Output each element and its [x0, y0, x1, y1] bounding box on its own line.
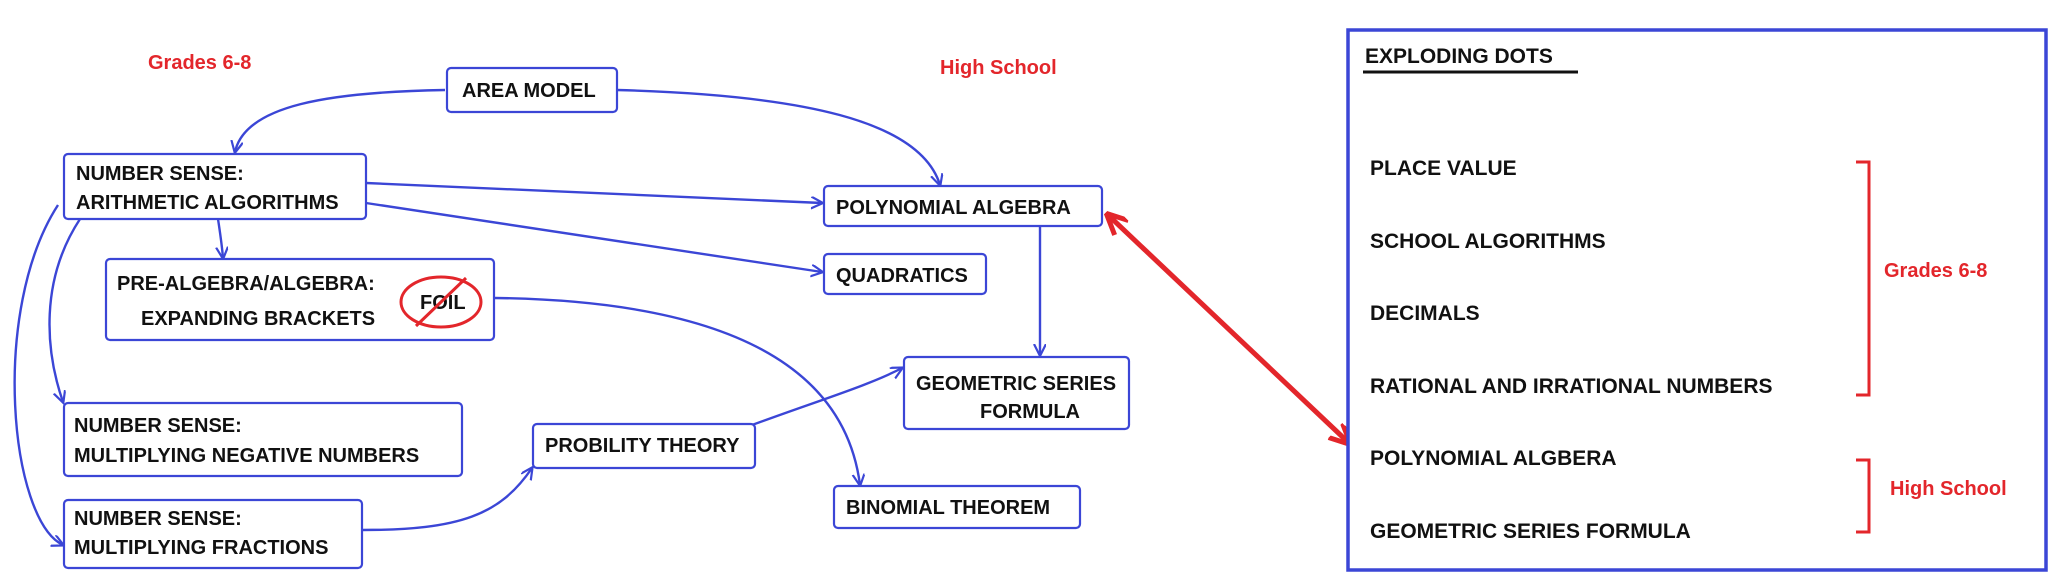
- node-binomial-theorem: BINOMIAL THEOREM: [832, 484, 1082, 530]
- node-geometric-line1: GEOMETRIC SERIES: [916, 373, 1116, 395]
- node-pre-algebra: PRE-ALGEBRA/ALGEBRA: EXPANDING BRACKETS …: [104, 257, 496, 342]
- edge-probility-to-geometric: [751, 368, 902, 427]
- edge-arithmetic-to-polynomial: [365, 181, 822, 203]
- panel-item-place-value: PLACE VALUE: [1370, 157, 1517, 180]
- panel-high-school-label: High School: [1890, 478, 2007, 500]
- foil-label: FOIL: [420, 292, 466, 314]
- high-school-bracket: [1856, 458, 1871, 534]
- node-geometric-line2: FORMULA: [980, 401, 1080, 423]
- node-polynomial-label: POLYNOMIAL ALGEBRA: [836, 197, 1071, 219]
- node-negative-line2: MULTIPLYING NEGATIVE NUMBERS: [74, 445, 419, 467]
- foil-crossed-out: FOIL: [399, 275, 483, 329]
- node-geometric-series: GEOMETRIC SERIES FORMULA: [902, 355, 1131, 431]
- edge-fractions-to-probility: [361, 468, 532, 532]
- foil-strike: [414, 276, 468, 328]
- grades-6-8-label: Grades 6-8: [148, 52, 251, 74]
- node-binomial-label: BINOMIAL THEOREM: [846, 497, 1050, 519]
- node-arithmetic-line1: NUMBER SENSE:: [76, 163, 244, 185]
- node-probility-label: PROBILITY THEORY: [545, 435, 740, 457]
- edge-area-to-polynomial: [616, 88, 940, 185]
- node-area-model: AREA MODEL: [445, 66, 619, 114]
- grades-bracket: [1856, 160, 1871, 397]
- edge-arithmetic-to-fractions: [13, 204, 63, 545]
- node-fractions-line2: MULTIPLYING FRACTIONS: [74, 537, 328, 559]
- panel-item-school-algorithms: SCHOOL ALGORITHMS: [1370, 230, 1606, 253]
- node-fractions-line1: NUMBER SENSE:: [74, 508, 242, 530]
- node-number-sense-fractions: NUMBER SENSE: MULTIPLYING FRACTIONS: [62, 498, 364, 570]
- exploding-dots-panel: EXPLODING DOTS PLACE VALUE SCHOOL ALGORI…: [1346, 28, 2048, 572]
- high-school-label: High School: [940, 57, 1057, 79]
- node-negative-line1: NUMBER SENSE:: [74, 415, 242, 437]
- panel-grades-label: Grades 6-8: [1884, 260, 1987, 282]
- node-arithmetic-line2: ARITHMETIC ALGORITHMS: [76, 192, 339, 214]
- panel-item-decimals: DECIMALS: [1370, 302, 1480, 325]
- node-number-sense-arithmetic: NUMBER SENSE: ARITHMETIC ALGORITHMS: [62, 152, 368, 221]
- node-number-sense-negative: NUMBER SENSE: MULTIPLYING NEGATIVE NUMBE…: [62, 401, 464, 478]
- edges: [13, 88, 1040, 545]
- panel-title: EXPLODING DOTS: [1365, 45, 1553, 68]
- edge-arithmetic-to-quadratics: [365, 201, 822, 272]
- node-prealgebra-line2: EXPANDING BRACKETS: [141, 308, 375, 330]
- node-area-model-label: AREA MODEL: [462, 80, 596, 102]
- edge-area-to-arithmetic: [235, 88, 446, 152]
- edge-arithmetic-to-negative: [48, 218, 82, 402]
- node-quadratics: QUADRATICS: [822, 252, 988, 296]
- panel-item-polynomial-algbera: POLYNOMIAL ALGBERA: [1370, 447, 1617, 470]
- node-quadratics-label: QUADRATICS: [836, 265, 968, 287]
- node-polynomial-algebra: POLYNOMIAL ALGEBRA: [822, 184, 1104, 228]
- edge-prealgebra-to-binomial: [494, 296, 860, 485]
- panel-item-rational-irrational: RATIONAL AND IRRATIONAL NUMBERS: [1370, 375, 1773, 398]
- node-prealgebra-line1: PRE-ALGEBRA/ALGEBRA:: [117, 273, 375, 295]
- node-probility-theory: PROBILITY THEORY: [531, 422, 757, 470]
- red-double-arrow: [1107, 214, 1350, 444]
- edge-arithmetic-to-prealgebra: [218, 218, 223, 258]
- panel-item-geometric-series: GEOMETRIC SERIES FORMULA: [1370, 520, 1691, 543]
